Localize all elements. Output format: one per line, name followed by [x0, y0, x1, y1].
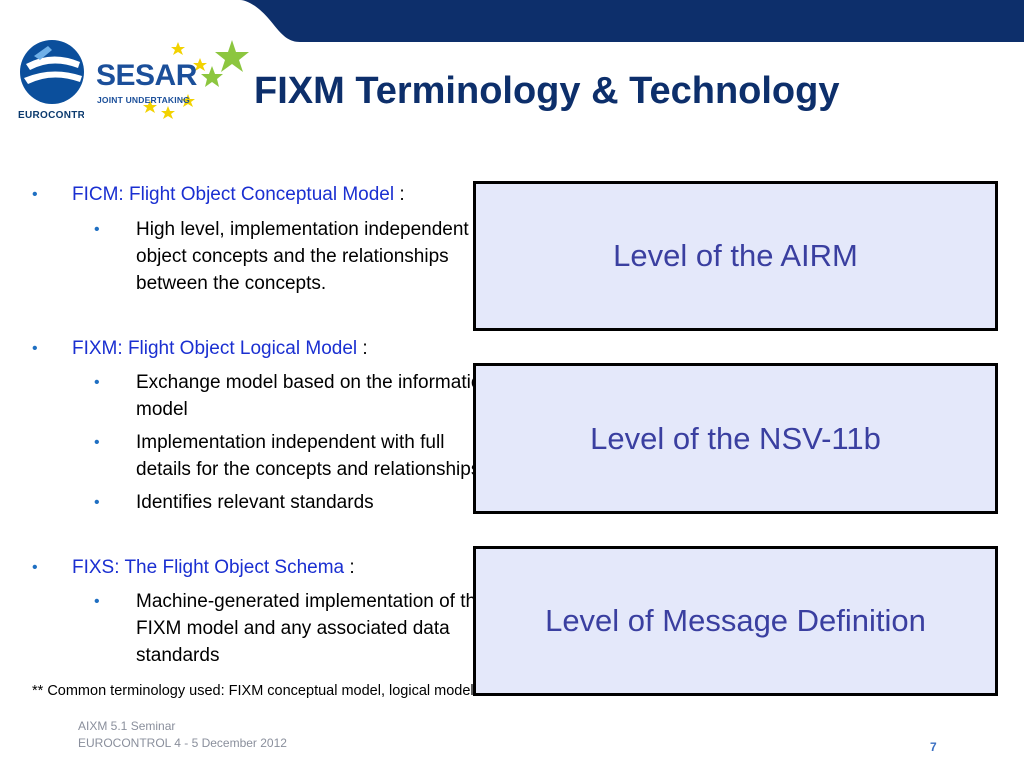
bullet-dot-icon: •	[94, 494, 100, 511]
bullet-label: FICM: Flight Object Conceptual Model	[72, 184, 395, 205]
sub-bullet-line: FIXM model and any associated data	[136, 618, 450, 639]
sub-bullet-line: between the concepts.	[136, 273, 327, 294]
level-box-message: Level of Message Definition	[473, 546, 998, 696]
bullet-fixs: • FIXS: The Flight Object Schema :	[32, 557, 355, 579]
bullet-dot-icon: •	[32, 340, 38, 357]
sub-bullet: • Implementation independent with full d…	[94, 429, 481, 483]
sub-bullet-line: standards	[136, 645, 220, 666]
bullet-suffix: :	[357, 338, 368, 359]
level-box-text: Level of Message Definition	[545, 603, 926, 638]
sub-bullet-line: details for the concepts and relationshi…	[136, 459, 481, 480]
level-box-airm: Level of the AIRM	[473, 181, 998, 331]
sub-bullet: • High level, implementation independent…	[94, 216, 469, 297]
sub-bullet-line: Exchange model based on the information	[136, 372, 492, 393]
bullet-label: FIXS: The Flight Object Schema	[72, 557, 345, 578]
page-number: 7	[930, 740, 937, 754]
bullet-fixm: • FIXM: Flight Object Logical Model :	[32, 338, 368, 360]
footnote: ** Common terminology used: FIXM concept…	[32, 683, 561, 699]
footer-line: EUROCONTROL 4 - 5 December 2012	[78, 736, 287, 750]
sub-bullet-line: model	[136, 399, 188, 420]
sub-bullet-line: Implementation independent with full	[136, 432, 445, 453]
logo-area	[0, 36, 260, 126]
bullet-label: FIXM: Flight Object Logical Model	[72, 338, 358, 359]
bullet-dot-icon: •	[32, 186, 38, 203]
sub-bullet-line: Identifies relevant standards	[136, 492, 374, 513]
sesar-logo-text: SESAR	[96, 59, 197, 92]
sub-bullet-line: Machine-generated implementation of the	[136, 591, 487, 612]
header-bar	[0, 0, 1024, 42]
level-box-text: Level of the NSV-11b	[590, 420, 881, 456]
slide-title: FIXM Terminology & Technology	[254, 70, 840, 112]
bullet-dot-icon: •	[94, 221, 100, 238]
bullet-dot-icon: •	[94, 434, 100, 451]
bullet-ficm: • FICM: Flight Object Conceptual Model :	[32, 184, 405, 206]
sesar-logo-subtext: JOINT UNDERTAKING	[97, 95, 190, 105]
bullet-dot-icon: •	[94, 374, 100, 391]
sub-bullet: • Machine-generated implementation of th…	[94, 588, 487, 669]
level-box-text: Level of the AIRM	[613, 238, 858, 273]
bullet-suffix: :	[394, 184, 405, 205]
bullet-suffix: :	[344, 557, 355, 578]
bullet-dot-icon: •	[32, 559, 38, 576]
sub-bullet-line: High level, implementation independent	[136, 219, 469, 240]
sub-bullet: • Identifies relevant standards	[94, 489, 434, 516]
footer-info: AIXM 5.1 Seminar EUROCONTROL 4 - 5 Decem…	[78, 718, 287, 752]
eurocontrol-logo-icon	[20, 40, 249, 119]
bullet-dot-icon: •	[94, 593, 100, 610]
sub-bullet-line: object concepts and the relationships	[136, 246, 449, 267]
star-icon	[143, 42, 207, 119]
eurocontrol-logo-text: EUROCONTROL	[18, 110, 84, 121]
level-box-nsv: Level of the NSV-11b	[473, 363, 998, 514]
sub-bullet: • Exchange model based on the informatio…	[94, 369, 492, 423]
footer-line: AIXM 5.1 Seminar	[78, 719, 176, 733]
